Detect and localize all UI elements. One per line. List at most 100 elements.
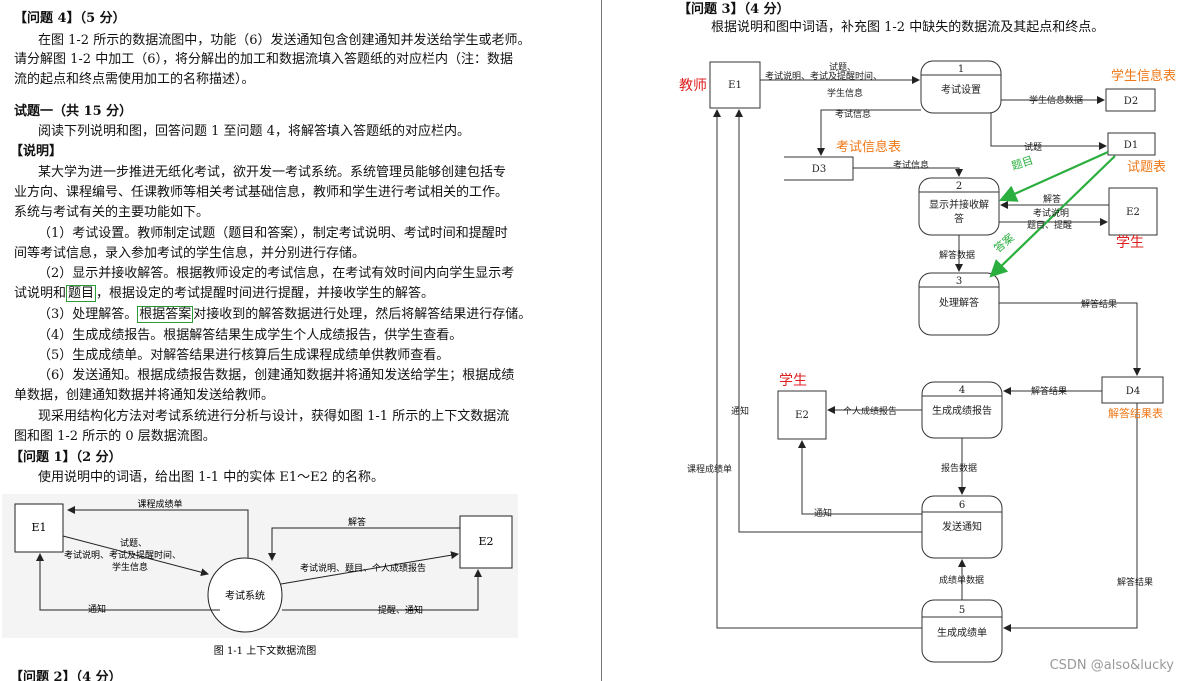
process-3 xyxy=(918,272,1000,336)
flow-label: 解答数据 xyxy=(939,249,975,261)
q4-text-3: 流的起点和终点需使用加工的名称描述）。 xyxy=(14,72,255,87)
flow-label: 通知 xyxy=(731,405,749,417)
flow-label: 通知 xyxy=(814,507,832,519)
q4-text-1: 在图 1-2 所示的数据流图中，功能（6）发送通知包含创建通知并发送给学生或老师… xyxy=(38,33,531,48)
p4-num: 4 xyxy=(959,385,965,396)
flow-label: 题目、提醒 xyxy=(1027,220,1072,231)
e2-mid-label: E2 xyxy=(795,410,809,421)
annotation-question-table: 试题表 xyxy=(1127,160,1166,175)
annotation-arrow-daan xyxy=(989,155,1116,278)
flow-label: 通知 xyxy=(88,603,106,615)
annotation-exam-info-table: 考试信息表 xyxy=(836,139,901,155)
entity-e2-mid xyxy=(777,390,827,440)
process-1 xyxy=(920,60,1002,114)
p1-name: 考试设置 xyxy=(941,83,981,96)
q3-title: 【问题 3】（4 分） xyxy=(678,2,790,17)
p1-num: 1 xyxy=(958,64,964,75)
flow-p6-e1 xyxy=(735,109,922,533)
d3-label: D3 xyxy=(812,164,826,175)
flow-label: 学生信息 xyxy=(827,87,863,99)
desc-title: 【说明】 xyxy=(10,144,63,159)
entity-e2-label: E2 xyxy=(478,535,493,548)
annotation-student-info-table: 学生信息表 xyxy=(1111,68,1176,84)
flow-answer xyxy=(268,527,460,561)
flow-label: 报告数据 xyxy=(941,462,977,474)
flow-label: 解答结果 xyxy=(1031,385,1067,397)
flow-course-grades xyxy=(67,506,249,558)
text-pre: （3）处理解答。 xyxy=(38,307,138,322)
flow-label: 考试说明、考试及提醒时间、 xyxy=(64,549,181,561)
d1-label: D1 xyxy=(1124,140,1138,151)
desc-line-highlight-answer: （3）处理解答。根据答案对接收到的解答数据进行处理，然后将解答结果进行存储。 xyxy=(38,305,531,325)
process-exam-system xyxy=(207,557,283,633)
watermark: CSDN @also&lucky xyxy=(1049,658,1174,673)
flow-label: 成绩单数据 xyxy=(939,574,984,586)
flow-label: 个人成绩报告 xyxy=(843,405,897,417)
process-label: 考试系统 xyxy=(225,589,265,602)
flow-label: 课程成绩单 xyxy=(687,463,732,475)
flow-to-e2 xyxy=(280,551,459,585)
annotation-teacher: 教师 xyxy=(679,78,707,94)
right-page: 【问题 3】（4 分） 根据说明和图中词语，补充图 1-2 中缺失的数据流及其起… xyxy=(603,0,1186,681)
desc-line: （2）显示并接收解答。根据教师设定的考试信息，在考试有效时间内向学生显示考 xyxy=(38,266,515,281)
flow-label: 解答 xyxy=(1043,193,1061,205)
e2-top-label: E2 xyxy=(1126,207,1140,218)
test-title: 试题一（共 15 分） xyxy=(14,104,133,119)
desc-line: 业方向、课程编号、任课教师等相关考试基础信息，教师和学生进行考试相关的工作。 xyxy=(14,185,509,200)
store-d4 xyxy=(1101,376,1164,404)
p2-num: 2 xyxy=(956,181,962,192)
q1-text: 使用说明中的词语，给出图 1-1 中的实体 E1～E2 的名称。 xyxy=(38,470,384,485)
flow-label: 考试说明 xyxy=(1033,207,1069,219)
desc-line: 间等考试信息，录入参加考试的学生信息，并分别进行存储。 xyxy=(14,246,366,261)
flow-label: 解答 xyxy=(348,516,366,528)
flow-p6-e2 xyxy=(798,440,922,515)
flow-label: 解答结果 xyxy=(1081,298,1117,310)
desc-line: （6）发送通知。根据成绩报告数据，创建通知数据并将通知发送给学生；根据成绩 xyxy=(38,368,515,383)
entity-e1 xyxy=(709,61,761,109)
p2-name-1: 显示并接收解 xyxy=(929,198,989,211)
desc-line: 现采用结构化方法对考试系统进行分析与设计，获得如图 1-1 所示的上下文数据流 xyxy=(38,409,510,424)
annotation-answer-result-table: 解答结果表 xyxy=(1108,406,1163,420)
flow-d3-p2 xyxy=(853,167,963,177)
text-pre: 试说明和 xyxy=(14,286,67,301)
flow-label: 解答结果 xyxy=(1117,576,1153,588)
e1-label: E1 xyxy=(728,80,742,91)
desc-line: 图和图 1-2 所示的 0 层数据流图。 xyxy=(14,429,216,444)
desc-line: （5）生成成绩单。对解答结果进行核算后生成课程成绩单供教师查看。 xyxy=(38,348,450,363)
p3-name: 处理解答 xyxy=(939,296,979,309)
entity-e2 xyxy=(459,515,513,569)
annotation-arrow-timu xyxy=(998,150,1109,202)
flow-label: 提醒、通知 xyxy=(378,604,423,616)
flow-label: 考试信息 xyxy=(835,108,871,120)
figure-caption: 图 1-1 上下文数据流图 xyxy=(214,644,316,657)
highlight-box-daan: 根据答案 xyxy=(137,306,194,323)
page-divider xyxy=(601,0,602,681)
text-post: ，根据设定的考试提醒时间进行提醒，并接收学生的解答。 xyxy=(96,286,435,301)
entity-e1-label: E1 xyxy=(31,521,46,534)
p6-name: 发送通知 xyxy=(942,520,982,533)
p4-name: 生成成绩报告 xyxy=(932,404,992,417)
flow-label: 试题、 xyxy=(120,537,147,549)
flow-p1-d1 xyxy=(990,113,1107,150)
intro-text: 阅读下列说明和图，回答问题 1 至问题 4，将解答填入答题纸的对应栏内。 xyxy=(38,124,470,139)
desc-line-highlight-ti: 试说明和题目，根据设定的考试提醒时间进行提醒，并接收学生的解答。 xyxy=(14,284,434,304)
highlight-box-timu: 题目 xyxy=(66,285,97,302)
p5-num: 5 xyxy=(959,605,965,616)
p3-num: 3 xyxy=(956,276,962,287)
q4-text-2: 请分解图 1-2 中加工（6），将分解出的加工和数据流填入答题纸的对应栏内（注：… xyxy=(14,52,513,67)
q1-title: 【问题 1】（2 分） xyxy=(10,450,122,465)
desc-line: （1）考试设置。教师制定试题（题目和答案），制定考试说明、考试时间和提醒时 xyxy=(38,226,508,241)
entity-e1 xyxy=(14,503,64,553)
store-d2 xyxy=(1105,88,1156,112)
desc-line: （4）生成成绩报告。根据解答结果生成学生个人成绩报告，供学生查看。 xyxy=(38,328,463,343)
desc-line: 单数据，创建通知数据并将通知发送给教师。 xyxy=(14,388,275,403)
flow-label: 试题、 xyxy=(829,61,856,73)
p5-name: 生成成绩单 xyxy=(937,626,987,639)
q3-text: 根据说明和图中词语，补充图 1-2 中缺失的数据流及其起点和终点。 xyxy=(711,20,1105,35)
flow-notice-to-e1 xyxy=(36,553,220,611)
d4-label: D4 xyxy=(1126,386,1140,397)
p2-name-2: 答 xyxy=(954,212,964,225)
p6-num: 6 xyxy=(959,500,965,511)
flow-p5-e1 xyxy=(713,109,922,629)
q4-title: 【问题 4】（5 分） xyxy=(14,11,126,26)
